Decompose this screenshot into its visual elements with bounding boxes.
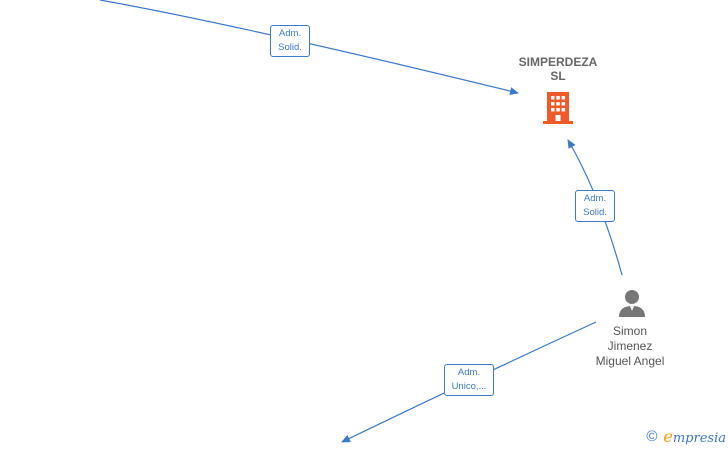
edge-label-bottom[interactable]: Adm. Unico,... xyxy=(444,364,494,396)
edge-label-right[interactable]: Adm. Solid. xyxy=(575,190,615,222)
edge-label-line1: Adm. xyxy=(457,367,481,378)
empresia-watermark: © empresia xyxy=(646,427,726,446)
copyright-icon: © xyxy=(646,428,658,445)
person-name-line1: Simon xyxy=(612,324,647,338)
edge-label-top[interactable]: Adm. Solid. xyxy=(270,25,310,57)
company-node-label[interactable]: SIMPERDEZA SL xyxy=(508,55,608,83)
building-icon[interactable] xyxy=(543,90,573,126)
company-name-line1: SIMPERDEZA xyxy=(518,55,598,69)
person-node-label[interactable]: Simon Jimenez Miguel Angel xyxy=(584,324,676,369)
edge-label-line2: Solid. xyxy=(278,42,302,53)
edge-label-line1: Adm. xyxy=(583,193,607,204)
brand-initial: e xyxy=(663,427,673,446)
edge-label-line1: Adm. xyxy=(278,28,302,39)
company-name-line2: SL xyxy=(550,69,566,83)
edge-label-line2: Solid. xyxy=(583,207,607,218)
person-name-line2: Jimenez xyxy=(607,339,653,353)
person-name-line3: Miguel Angel xyxy=(595,354,665,368)
brand-rest: mpresia xyxy=(672,431,726,446)
person-icon[interactable] xyxy=(617,288,647,318)
edge-label-line2: Unico,... xyxy=(451,381,487,392)
brand-logo: empresia xyxy=(663,427,726,446)
